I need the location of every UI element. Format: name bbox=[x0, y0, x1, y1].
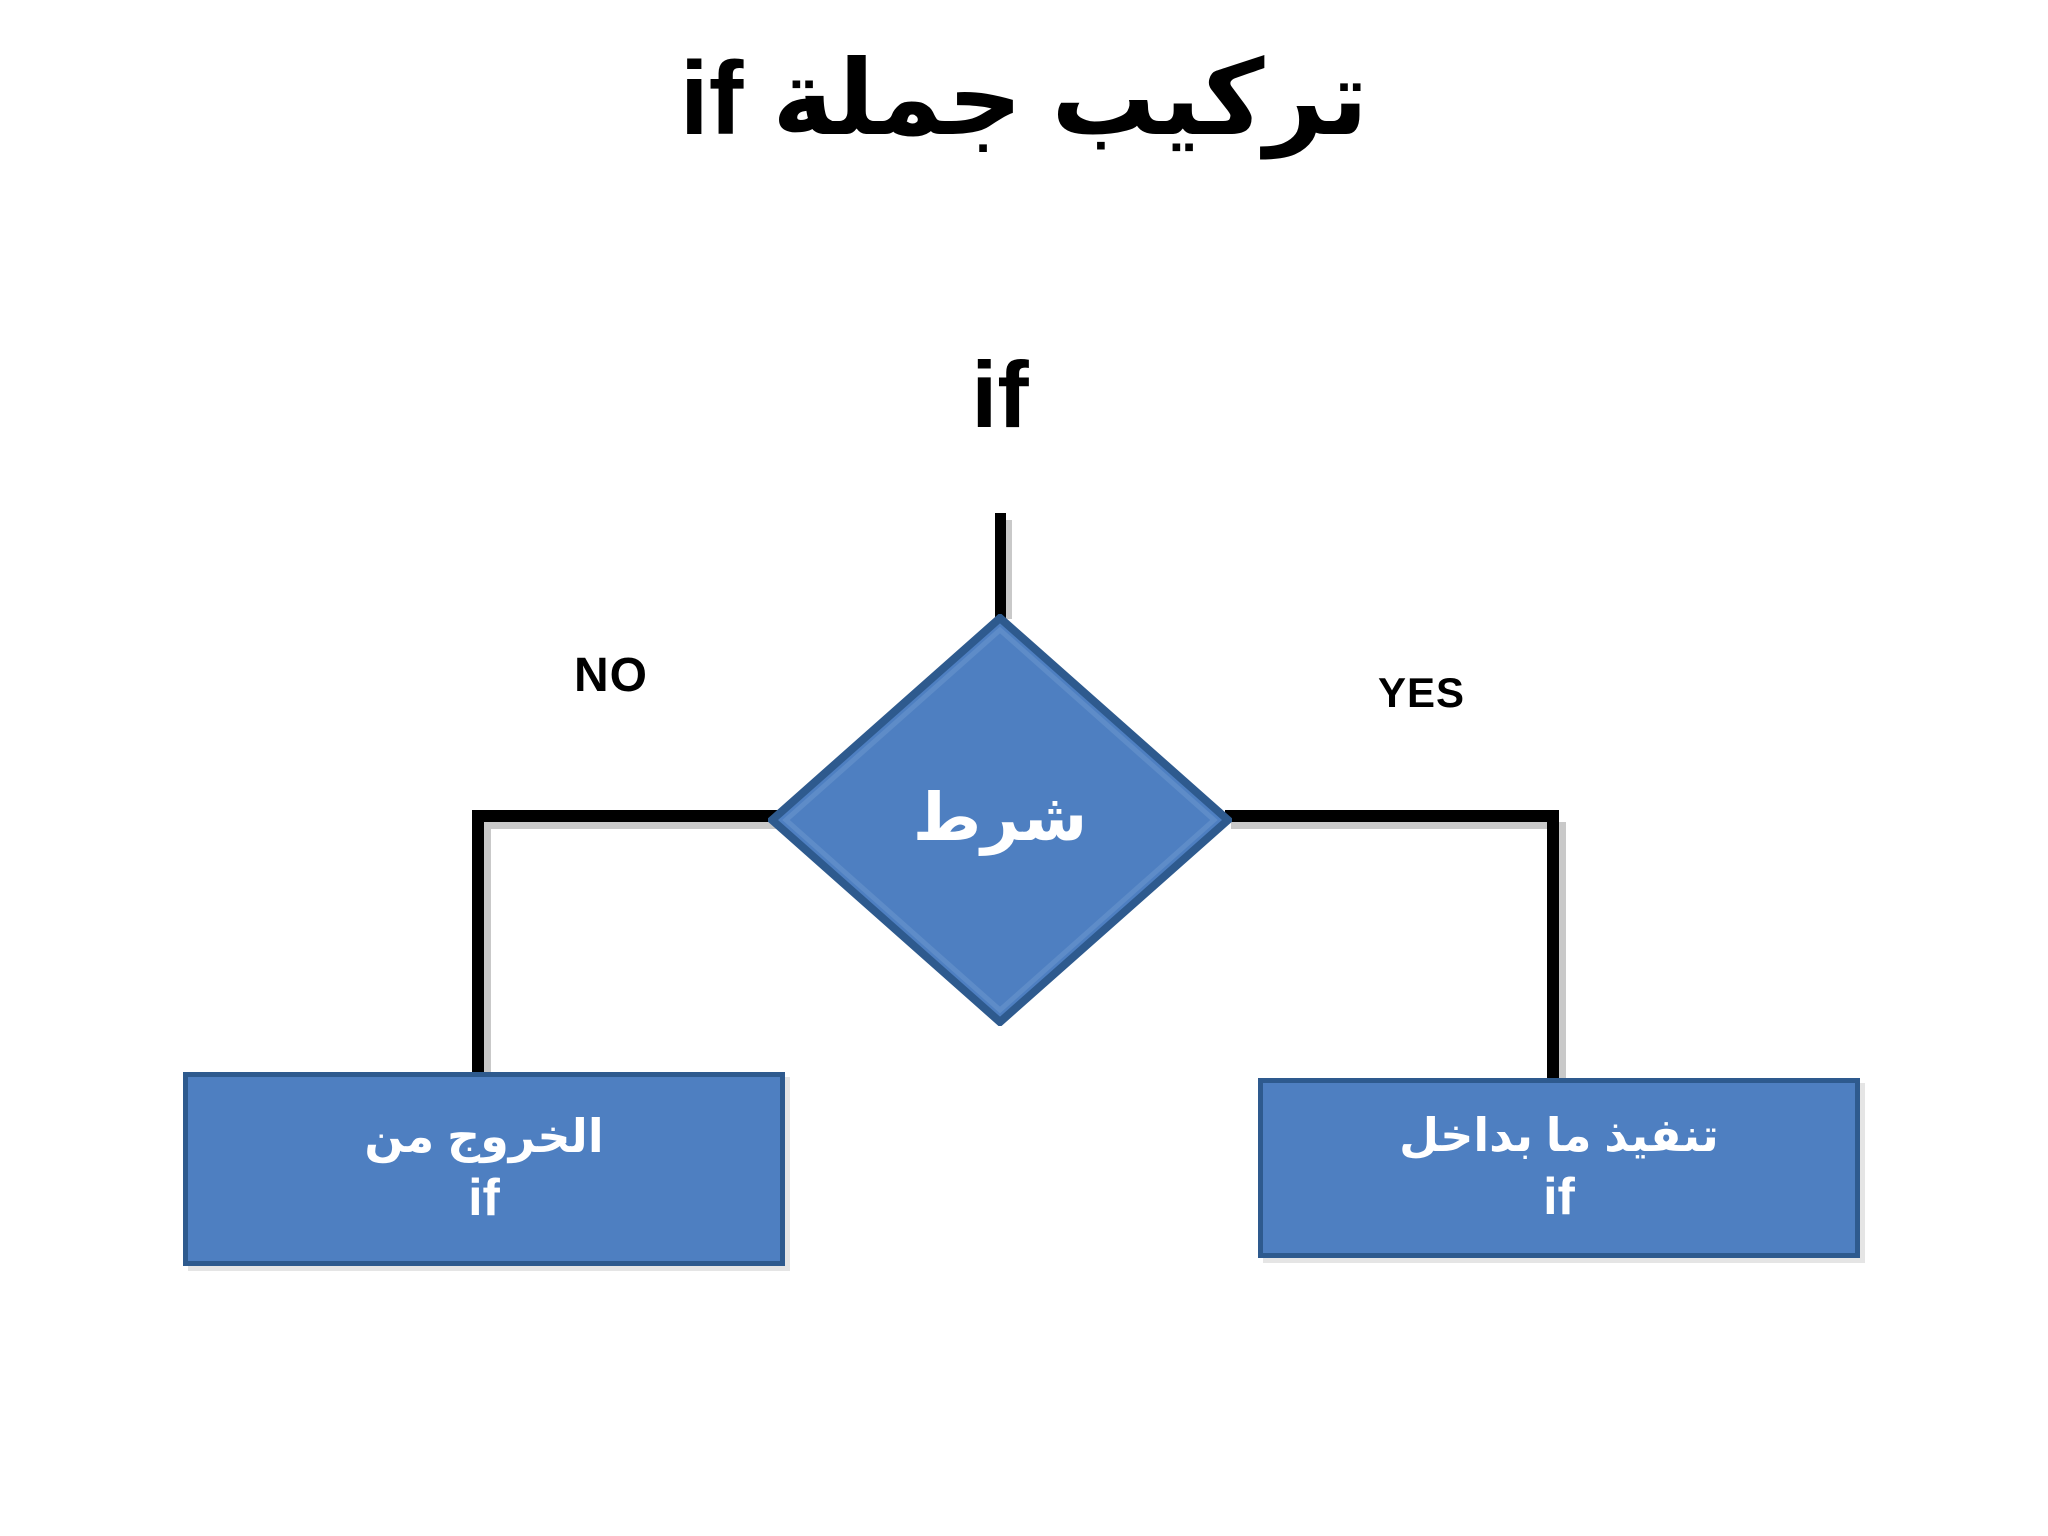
flowchart-start-label: if bbox=[971, 342, 1029, 447]
process-box-exit-if: الخروج من if bbox=[183, 1072, 785, 1266]
connector-yes-vertical-shadow bbox=[1559, 822, 1566, 1088]
connector-no-horizontal bbox=[472, 810, 792, 822]
process-box-execute-if-body: تنفيذ ما بداخل if bbox=[1258, 1078, 1860, 1258]
connector-stem-shadow bbox=[1006, 520, 1012, 619]
decision-label: شرط bbox=[912, 779, 1088, 854]
process-box-execute-if-body-line2: if bbox=[1543, 1167, 1575, 1226]
page-title: تركيب جملة if bbox=[679, 41, 1369, 157]
connector-start-to-decision bbox=[995, 513, 1006, 619]
diamond-shape bbox=[768, 614, 1232, 1026]
edge-label-no: NO bbox=[574, 649, 648, 702]
connector-yes-horizontal bbox=[1225, 810, 1559, 822]
edge-label-yes: YES bbox=[1378, 669, 1466, 716]
connector-yes-horizontal-shadow bbox=[1231, 822, 1559, 829]
process-box-exit-if-line2: if bbox=[468, 1168, 500, 1227]
connector-no-vertical bbox=[472, 810, 484, 1075]
decision-node: شرط bbox=[768, 614, 1232, 1026]
process-box-execute-if-body-line1: تنفيذ ما بداخل bbox=[1399, 1109, 1719, 1162]
connector-no-horizontal-shadow bbox=[478, 822, 792, 829]
connector-no-vertical-shadow bbox=[484, 822, 491, 1078]
process-box-exit-if-line1: الخروج من bbox=[364, 1110, 604, 1163]
connector-yes-vertical bbox=[1547, 810, 1559, 1085]
